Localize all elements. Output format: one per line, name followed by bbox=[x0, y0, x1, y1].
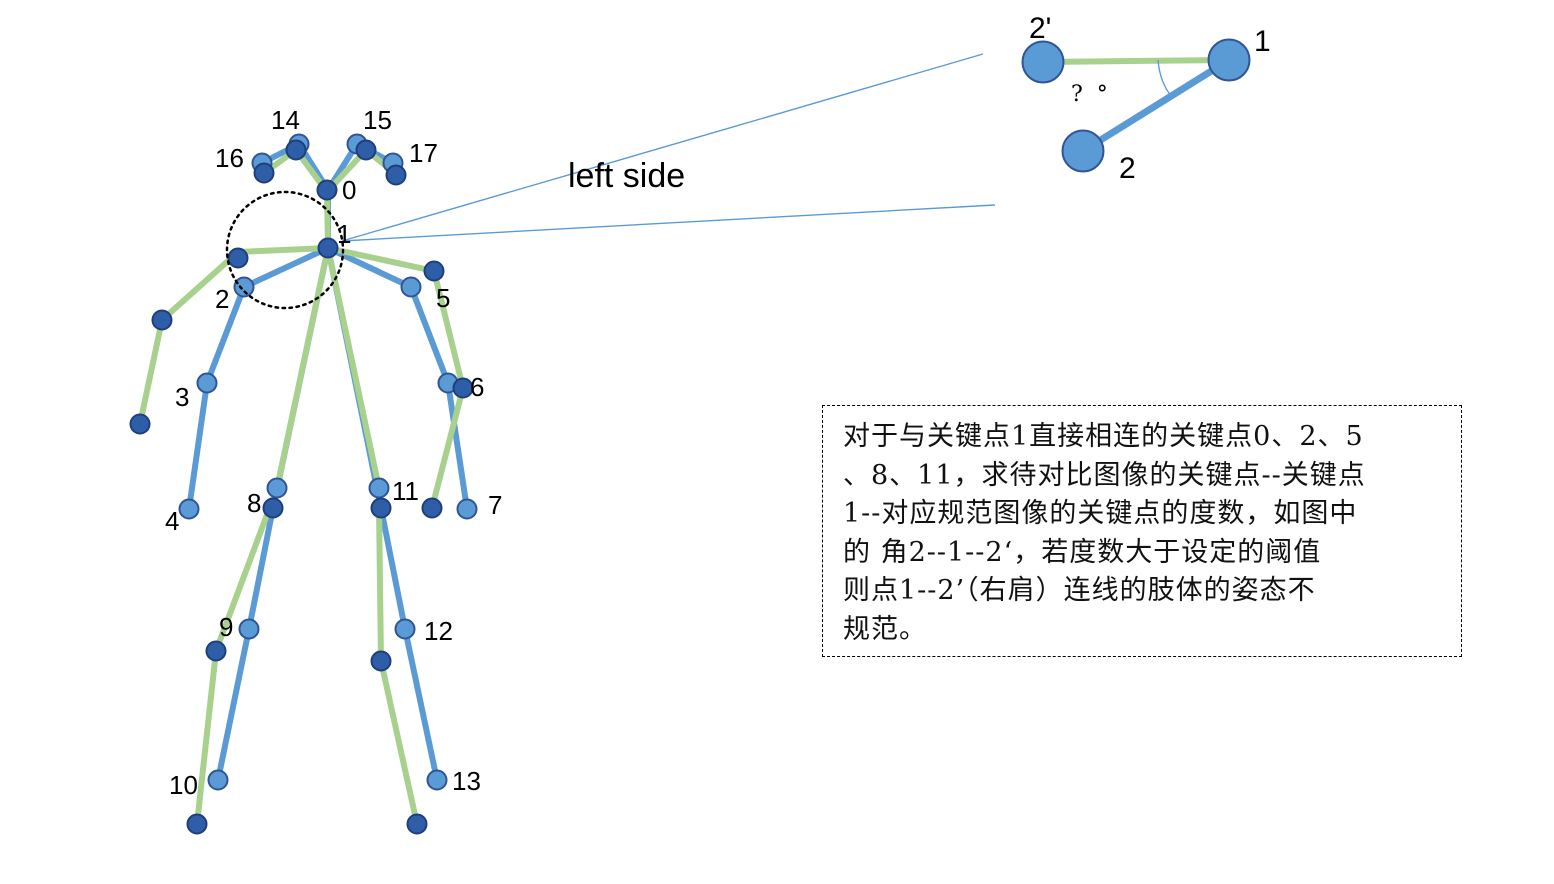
joint-light-4 bbox=[178, 498, 200, 520]
green-limb-1-11 bbox=[325, 245, 382, 491]
green-limb-9-10 bbox=[194, 648, 219, 827]
blue-limb-8-9 bbox=[246, 505, 276, 632]
blue-limb-12-13 bbox=[402, 626, 440, 783]
joint-light-9 bbox=[238, 618, 260, 640]
callout-limb-1-2 bbox=[1079, 56, 1233, 155]
note-line-1: 对于与关键点1直接相连的关键点0、2、5 bbox=[843, 421, 1364, 452]
kp-label-0: 0 bbox=[342, 175, 356, 205]
joint-dark-4 bbox=[129, 413, 151, 435]
joint-dark-15 bbox=[355, 139, 377, 161]
blue-limb-5-6 bbox=[408, 284, 451, 386]
joint-light-11 bbox=[368, 477, 390, 499]
angle-arc bbox=[1157, 59, 1173, 98]
green-limb-5-6 bbox=[431, 268, 466, 391]
callout-limb-1-2prime bbox=[1040, 57, 1232, 65]
kp-label-3: 3 bbox=[175, 382, 189, 412]
left-side-label: left side bbox=[568, 157, 685, 195]
joint-light-12 bbox=[394, 618, 416, 640]
explanation-note: 对于与关键点1直接相连的关键点0、2、5 、8、11，求待对比图像的关键点--关… bbox=[822, 405, 1462, 657]
joint-dark-2 bbox=[227, 247, 249, 269]
joint-light-3 bbox=[196, 372, 218, 394]
kp-label-6: 6 bbox=[470, 372, 484, 402]
zoom-line-lower bbox=[341, 204, 996, 242]
green-limb-2-3 bbox=[159, 249, 241, 323]
joint-dark-1 bbox=[317, 237, 339, 259]
kp-label-14: 14 bbox=[271, 105, 300, 135]
kp-label-8: 8 bbox=[247, 488, 261, 518]
keypoint-labels: 0 1 2 3 4 5 6 7 8 9 10 11 12 13 14 15 16… bbox=[165, 105, 502, 800]
kp-label-5: 5 bbox=[436, 283, 450, 313]
blue-limb-11-12 bbox=[378, 505, 408, 632]
joint-dark-8 bbox=[262, 497, 284, 519]
callout-label-1: 1 bbox=[1254, 25, 1271, 58]
joint-light-10 bbox=[207, 769, 229, 791]
joint-dark-13 bbox=[406, 813, 428, 835]
callout-label-2prime: 2' bbox=[1029, 12, 1051, 45]
zoom-lines bbox=[341, 53, 996, 242]
kp-label-10: 10 bbox=[169, 770, 198, 800]
callout-joint-2 bbox=[1061, 129, 1105, 173]
joint-light-5 bbox=[400, 276, 422, 298]
kp-label-12: 12 bbox=[424, 616, 453, 646]
note-line-5: 则点1--2’（右肩）连线的肢体的姿态不 bbox=[843, 575, 1316, 606]
blue-limb-6-7 bbox=[445, 380, 470, 512]
zoom-line-upper bbox=[341, 53, 984, 242]
kp-label-11: 11 bbox=[392, 476, 419, 506]
kp-label-1: 1 bbox=[337, 219, 351, 249]
angle-callout: 2' 1 2 ? ° bbox=[1021, 12, 1271, 185]
joint-dark-0 bbox=[316, 179, 338, 201]
joint-dark-9 bbox=[205, 640, 227, 662]
green-limb-3-4 bbox=[137, 317, 165, 427]
joint-dark-11 bbox=[370, 497, 392, 519]
blue-limb-9-10 bbox=[215, 626, 252, 783]
green-limb-12-13 bbox=[378, 658, 420, 827]
green-limb-1-2 bbox=[235, 245, 331, 255]
kp-label-7: 7 bbox=[488, 490, 502, 520]
kp-label-16: 16 bbox=[215, 143, 244, 173]
kp-label-9: 9 bbox=[219, 612, 233, 642]
blue-limb-3-4 bbox=[186, 380, 210, 512]
green-limb-1-8 bbox=[274, 245, 331, 491]
callout-joint-2prime bbox=[1021, 40, 1065, 84]
green-limb-11-12 bbox=[376, 505, 384, 664]
joint-light-7 bbox=[456, 498, 478, 520]
green-limb-1-5 bbox=[325, 245, 437, 274]
green-skeleton bbox=[137, 147, 466, 827]
joint-light-2 bbox=[233, 276, 255, 298]
joint-dark-3 bbox=[151, 309, 173, 331]
kp-label-15: 15 bbox=[363, 105, 392, 135]
blue-limb-1-2 bbox=[241, 245, 331, 290]
joint-dark-12 bbox=[370, 650, 392, 672]
joint-light-13 bbox=[426, 769, 448, 791]
callout-label-2: 2 bbox=[1119, 152, 1136, 185]
dark-joints bbox=[129, 139, 474, 835]
callout-joint-1 bbox=[1207, 38, 1251, 82]
joint-dark-16 bbox=[253, 162, 275, 184]
kp-label-4: 4 bbox=[165, 506, 179, 536]
joint-dark-6 bbox=[452, 377, 474, 399]
kp-label-17: 17 bbox=[409, 138, 438, 168]
joint-dark-14 bbox=[285, 139, 307, 161]
blue-limb-2-3 bbox=[204, 284, 247, 386]
joint-dark-7 bbox=[421, 497, 443, 519]
green-limb-6-7 bbox=[429, 385, 466, 511]
joint-dark-10 bbox=[186, 813, 208, 835]
joint-light-8 bbox=[266, 477, 288, 499]
angle-marks: ? ° bbox=[1071, 82, 1108, 107]
note-line-6: 规范。 bbox=[843, 613, 927, 645]
kp-label-2: 2 bbox=[215, 284, 229, 314]
joint-dark-5 bbox=[423, 260, 445, 282]
note-line-4: 的 角2--1--2‘，若度数大于设定的阈值 bbox=[843, 536, 1322, 568]
note-line-2: 、8、11，求待对比图像的关键点--关键点 bbox=[843, 459, 1366, 491]
note-line-3: 1--对应规范图像的关键点的度数，如图中 bbox=[843, 498, 1358, 529]
highlight-circle bbox=[225, 190, 345, 310]
kp-label-13: 13 bbox=[452, 766, 481, 796]
blue-limb-1-5 bbox=[325, 245, 414, 290]
joint-dark-17 bbox=[385, 164, 407, 186]
